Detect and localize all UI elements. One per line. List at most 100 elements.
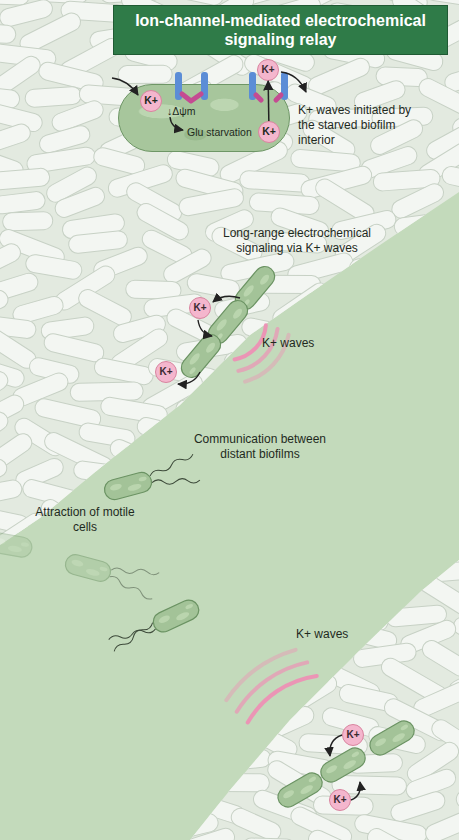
biofilm-cell — [37, 725, 108, 753]
biofilm-cell — [13, 761, 71, 801]
annotation-text: Communication between distant biofilms — [175, 432, 345, 462]
biofilm-cell — [269, 279, 332, 330]
biofilm-cell — [442, 518, 459, 562]
biofilm-cell — [331, 449, 406, 500]
biofilm-cell — [181, 511, 254, 566]
biofilm-cell — [0, 646, 14, 670]
biofilm-cell — [29, 539, 90, 567]
biofilm-cell — [126, 797, 179, 819]
cell-texture — [0, 537, 6, 545]
biofilm-cell — [0, 791, 47, 820]
biofilm-cell — [292, 558, 355, 589]
flagellum — [108, 575, 153, 601]
cell-texture — [99, 566, 108, 572]
biofilm-cell — [432, 405, 459, 426]
biofilm-cell — [42, 824, 99, 840]
biofilm-cell — [387, 518, 445, 556]
annotation-text: Long-range electrochemical signaling via… — [222, 226, 372, 256]
biofilm-cell — [0, 659, 46, 695]
biofilm-cell — [0, 575, 4, 621]
cell-texture — [342, 759, 357, 771]
biofilm-cell — [406, 283, 459, 327]
biofilm-cell — [11, 747, 68, 780]
cell-texture — [400, 724, 409, 731]
biofilm-cell — [317, 520, 378, 554]
biofilm-cell — [0, 478, 23, 509]
ion-circle: K+ — [189, 297, 211, 319]
biofilm-cell — [141, 678, 208, 719]
cell-texture — [374, 737, 387, 748]
annotation-text: Attraction of motile cells — [25, 505, 145, 535]
biofilm-cell — [159, 484, 212, 506]
flux-connector — [267, 81, 269, 121]
biofilm-cell — [433, 433, 459, 478]
cell-texture — [188, 366, 196, 375]
biofilm-cell — [0, 22, 16, 44]
cell-body — [150, 597, 202, 635]
biofilm-cell — [286, 581, 339, 603]
biofilm-cell — [115, 653, 187, 710]
biofilm-cell — [89, 646, 152, 671]
channel-subunit — [201, 72, 208, 100]
cell-body — [102, 470, 154, 502]
ion-label: K+ — [346, 730, 359, 740]
biofilm-cell — [346, 554, 418, 595]
cell-texture — [188, 352, 202, 367]
cell-texture — [391, 732, 406, 744]
biofilm-cell — [432, 342, 459, 362]
ion-circle: K+ — [329, 789, 351, 811]
green-cell — [107, 597, 202, 655]
biofilm-cell — [306, 827, 375, 840]
connectors — [267, 81, 269, 121]
biofilm-cell — [232, 506, 304, 530]
biofilm-cell — [356, 528, 420, 572]
biofilm-cell — [408, 374, 459, 410]
cell-texture — [175, 611, 190, 622]
wave-arc — [226, 650, 295, 700]
biofilm-cell — [455, 212, 459, 237]
biofilm-cell — [423, 803, 459, 840]
biofilm-cell — [135, 763, 211, 801]
cell-texture — [308, 776, 317, 783]
cell-body — [0, 531, 33, 558]
ion-circle: K+ — [258, 121, 280, 143]
biofilm-cell — [166, 498, 233, 540]
cell-texture — [85, 568, 100, 577]
green-cell — [274, 769, 326, 810]
flux-arrow — [213, 296, 240, 302]
channel-subunit — [249, 72, 256, 100]
annotation-text: K+ waves — [296, 627, 376, 642]
biofilm-cell — [70, 576, 144, 614]
biofilm-cell — [179, 544, 237, 578]
potassium-waves — [226, 325, 316, 722]
flagellum — [113, 621, 154, 654]
cell-texture — [299, 784, 314, 796]
biofilm-cell — [367, 535, 441, 583]
biofilm-cell — [25, 810, 84, 840]
biofilm-cell — [52, 185, 107, 220]
title-text: Ion-channel-mediated electrochemical sig… — [134, 11, 427, 49]
biofilm-cell — [387, 277, 441, 297]
green-cell — [0, 531, 33, 558]
flagellum — [111, 568, 159, 576]
flux-arrow — [330, 735, 342, 756]
channel-subunit — [175, 72, 182, 100]
biofilm-cell — [358, 503, 428, 530]
biofilm-cell — [284, 349, 349, 391]
biofilm-cell — [364, 825, 434, 840]
cell-texture — [215, 318, 229, 333]
green-cell — [62, 546, 161, 601]
biofilm-cell — [60, 610, 128, 663]
biofilm-cell — [72, 763, 130, 807]
biofilm-cell — [158, 560, 219, 587]
biofilm-cell — [299, 495, 352, 537]
biofilm-cell — [242, 838, 296, 840]
cell-texture — [231, 307, 243, 320]
biofilm-cell — [248, 521, 318, 556]
cell-text: ↓Δψm — [167, 106, 196, 118]
ion-circle: K+ — [155, 361, 177, 383]
biofilm-cell — [173, 397, 230, 433]
